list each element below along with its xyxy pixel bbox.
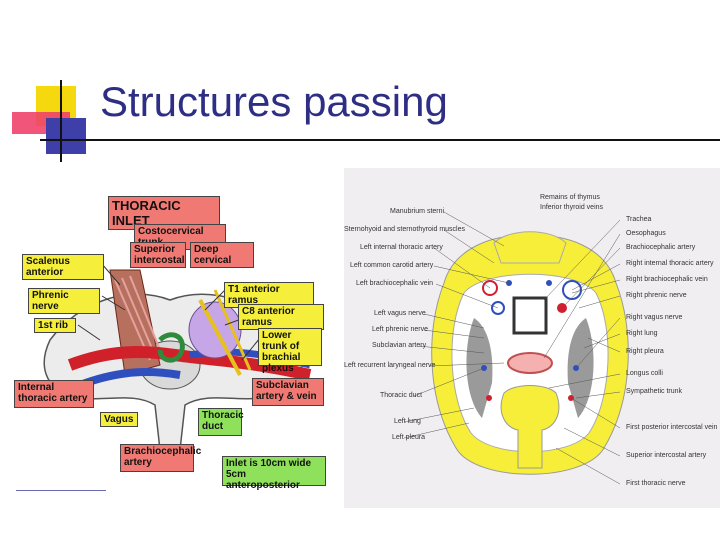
- label-right-brachiocephalic-vein: Right brachiocephalic vein: [626, 276, 708, 283]
- label-right-vagus-nerve: Right vagus nerve: [626, 314, 683, 321]
- label-first-rib: 1st rib: [34, 318, 76, 333]
- label-inlet-size: Inlet is 10cm wide 5cm anteroposterior: [222, 456, 326, 491]
- thoracic-inlet-figure: THORACIC INLET Costocervical trunk Super…: [10, 190, 336, 492]
- thoracic-inlet-drawing: [43, 263, 312, 451]
- label-trachea: Trachea: [626, 216, 652, 223]
- label-left-internal-thoracic-artery: Left internal thoracic artery: [360, 244, 443, 251]
- decor-vertical-line: [60, 80, 62, 162]
- label-thoracic-duct: Thoracic duct: [198, 408, 244, 436]
- label-lower-trunk-brachial-plexus: Lower trunk of brachial plexus: [258, 328, 322, 374]
- label-sternohyoid-muscles: Sternohyoid and sternothyroid muscles: [344, 226, 466, 233]
- label-right-pleura: Right pleura: [626, 348, 664, 355]
- label-longus-colli: Longus colli: [626, 370, 663, 377]
- label-scalenus-anterior: Scalenus anterior: [22, 254, 104, 280]
- label-thoracic-duct-right: Thoracic duct: [380, 392, 423, 399]
- label-t1-anterior-ramus: T1 anterior ramus: [224, 282, 314, 308]
- label-left-common-carotid-artery: Left common carotid artery: [350, 262, 434, 269]
- label-sympathetic-trunk: Sympathetic trunk: [626, 388, 683, 395]
- inlet-cross-section-figure: Remains of thymus Inferior thyroid veins…: [344, 168, 720, 508]
- label-inferior-thyroid-veins: Inferior thyroid veins: [540, 204, 604, 211]
- decor-blue-square: [46, 118, 86, 154]
- label-left-pleura: Left pleura: [392, 434, 426, 441]
- label-first-posterior-intercostal-vein: First posterior intercostal vein: [626, 424, 718, 431]
- label-subclavian-artery-vein: Subclavian artery & vein: [252, 378, 324, 406]
- label-left-lung: Left lung: [394, 418, 421, 425]
- label-internal-thoracic-artery: Internal thoracic artery: [14, 380, 94, 408]
- label-remains-of-thymus: Remains of thymus: [540, 194, 600, 201]
- label-left-brachiocephalic-vein: Left brachiocephalic vein: [356, 280, 434, 287]
- label-brachiocephalic-artery-right: Brachiocephalic artery: [626, 244, 696, 251]
- label-left-phrenic-nerve: Left phrenic nerve: [372, 326, 429, 333]
- label-first-thoracic-nerve: First thoracic nerve: [626, 480, 686, 487]
- label-manubrium-sterni: Manubrium sterni: [390, 208, 445, 215]
- label-subclavian-artery: Subclavian artery: [372, 342, 427, 349]
- label-phrenic-nerve: Phrenic nerve: [28, 288, 100, 314]
- label-brachiocephalic-artery: Brachiocephalic artery: [120, 444, 201, 472]
- label-oesophagus: Oesophagus: [626, 230, 666, 237]
- slide-title: Structures passing: [100, 78, 448, 125]
- label-vagus: Vagus: [100, 412, 138, 427]
- label-superior-intercostal: Superior intercostal: [130, 242, 186, 268]
- label-left-recurrent-laryngeal-nerve: Left recurrent laryngeal nerve: [344, 362, 436, 369]
- figure-rule: [16, 490, 106, 491]
- label-deep-cervical: Deep cervical: [190, 242, 254, 268]
- label-left-vagus-nerve: Left vagus nerve: [374, 310, 426, 317]
- label-superior-intercostal-artery: Superior intercostal artery: [626, 452, 707, 459]
- label-c8-anterior-ramus: C8 anterior ramus: [238, 304, 324, 330]
- label-right-lung: Right lung: [626, 330, 658, 337]
- title-underline: [40, 139, 720, 141]
- cross-section-drawing: [403, 211, 629, 485]
- label-right-phrenic-nerve: Right phrenic nerve: [626, 292, 687, 299]
- label-right-internal-thoracic-artery: Right internal thoracic artery: [626, 260, 714, 267]
